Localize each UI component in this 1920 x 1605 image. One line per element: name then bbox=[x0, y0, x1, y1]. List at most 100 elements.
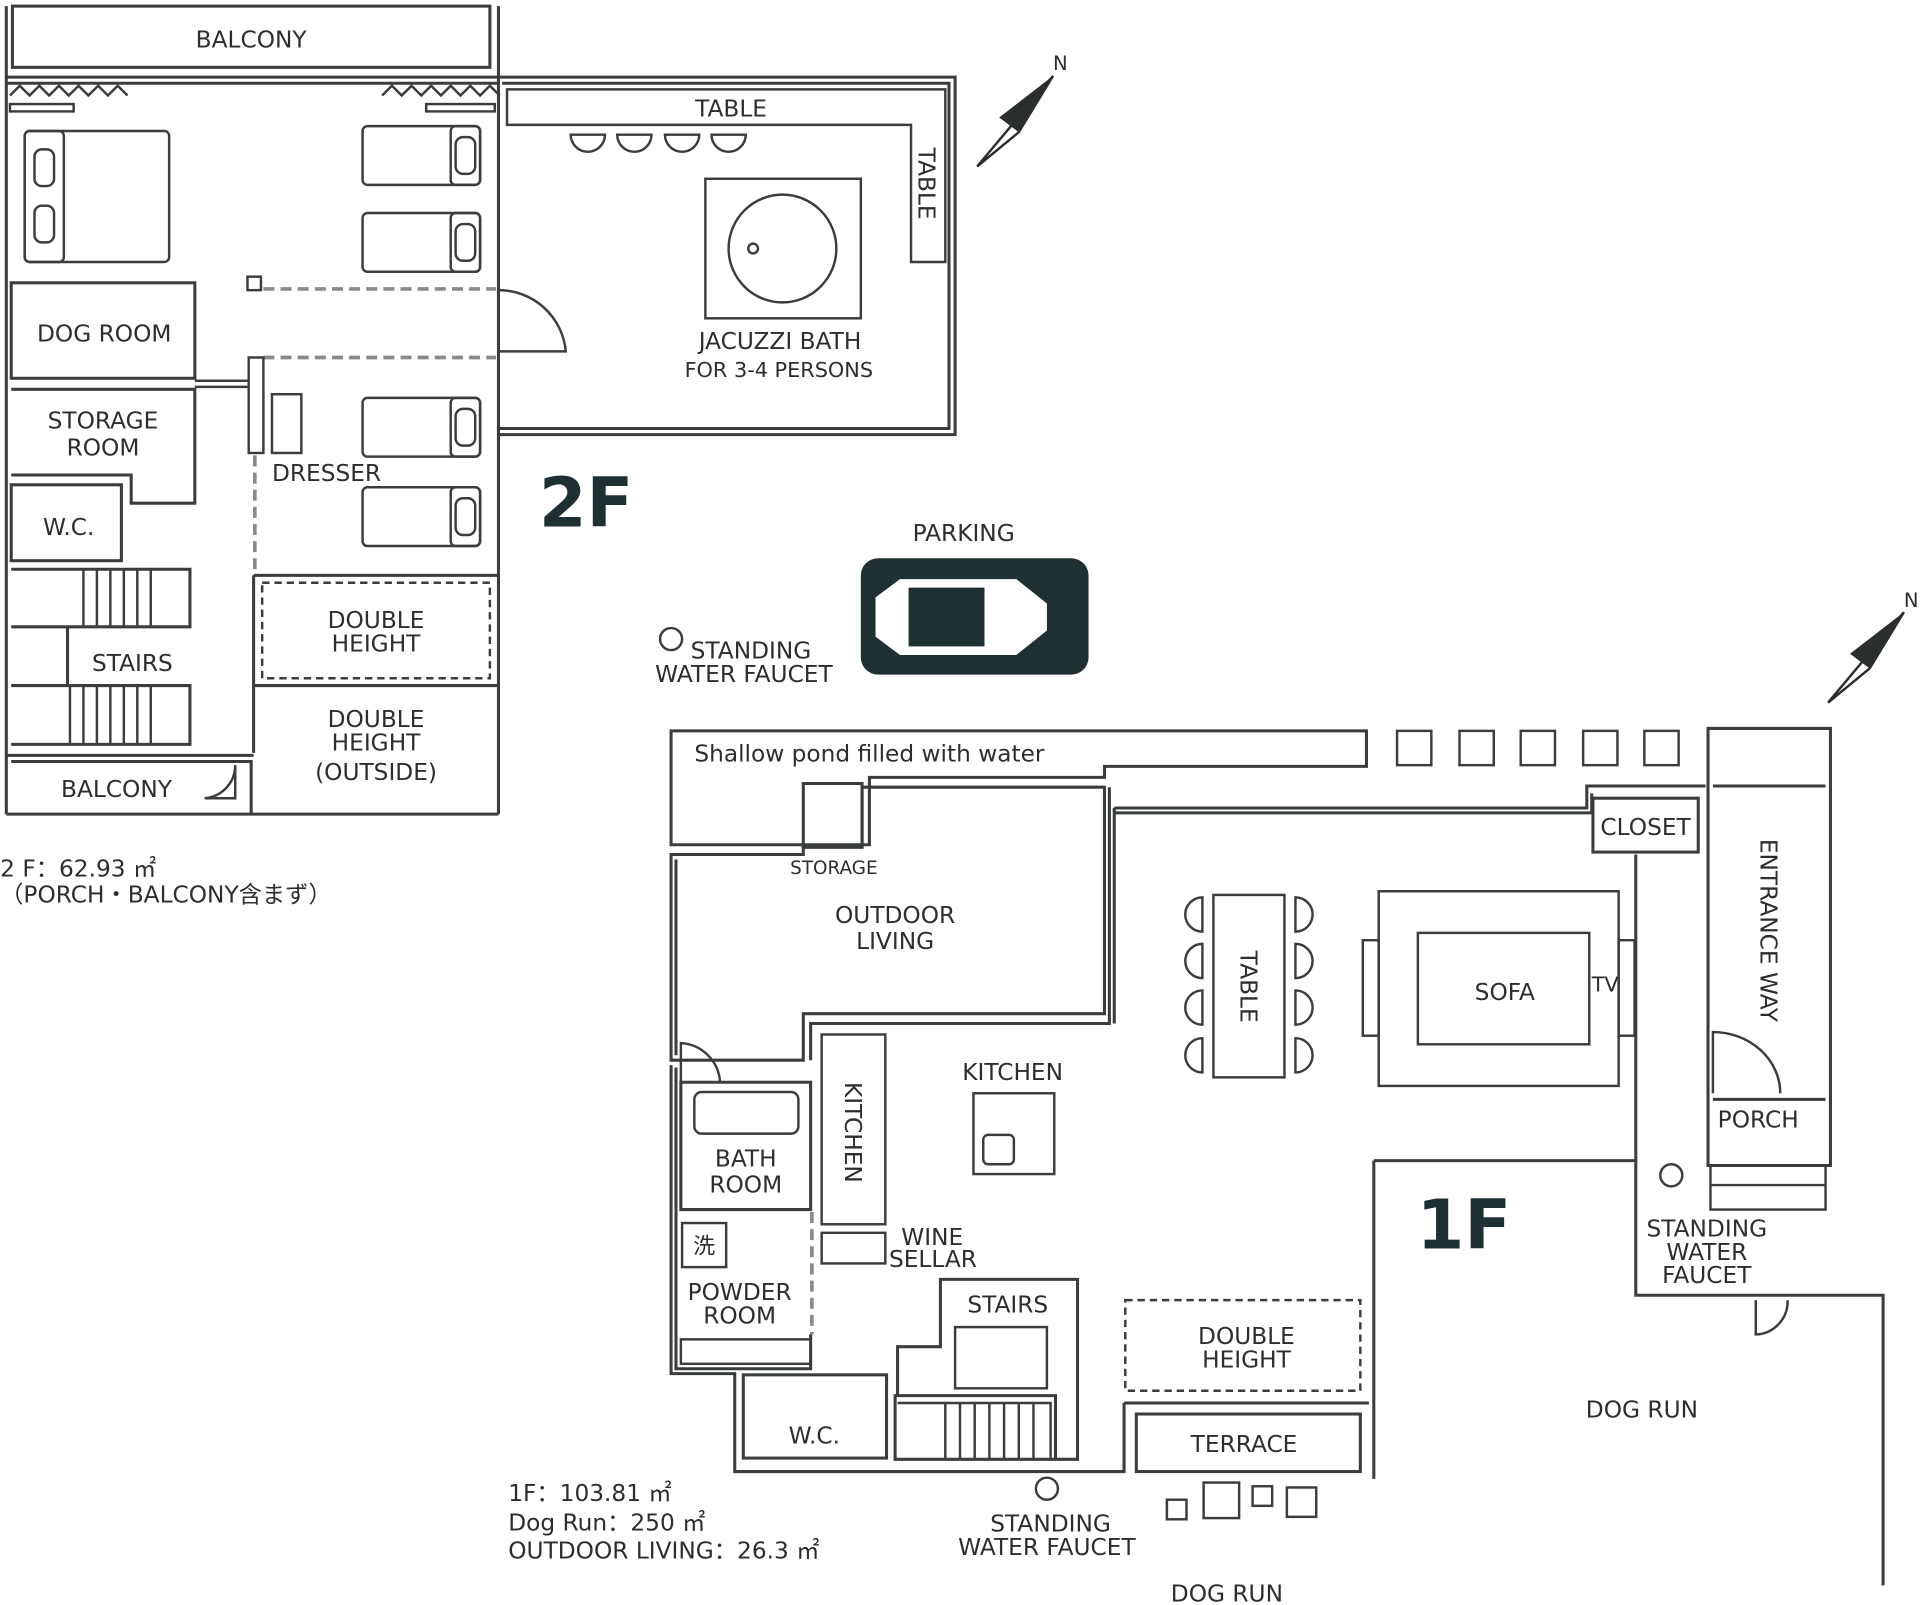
table bbox=[1212, 893, 1286, 1079]
faucet-label: WATER FAUCET bbox=[655, 661, 833, 688]
compass-north-label: N bbox=[1904, 589, 1919, 612]
floor-1f-title: 1F bbox=[1417, 1186, 1512, 1266]
jacuzzi-label: JACUZZI BATH bbox=[697, 328, 862, 355]
storage-room-label: ROOM bbox=[67, 434, 140, 461]
wc-label: W.C. bbox=[43, 514, 94, 541]
powder-room-label: POWDER bbox=[688, 1279, 792, 1306]
double-height-outside-label: HEIGHT bbox=[332, 729, 422, 756]
bathtub bbox=[693, 1090, 800, 1135]
faucet-label: STANDING bbox=[1646, 1215, 1767, 1242]
double-height-label: DOUBLE bbox=[1198, 1323, 1295, 1350]
entrance-way-label: ENTRANCE WAY bbox=[1755, 839, 1782, 1023]
car-icon bbox=[860, 558, 1089, 675]
balcony-top bbox=[10, 4, 492, 69]
storage-label: STORAGE bbox=[790, 858, 877, 879]
door-icon bbox=[1711, 1030, 1782, 1094]
faucet-label: WATER FAUCET bbox=[958, 1534, 1136, 1561]
faucet-icon bbox=[1659, 1163, 1684, 1188]
partition-dashed bbox=[252, 287, 497, 573]
tv-label: TV bbox=[1591, 973, 1620, 997]
balcony-bottom-label: BALCONY bbox=[61, 776, 173, 803]
kitchen-label: KITCHEN bbox=[962, 1059, 1063, 1086]
closet bbox=[1591, 796, 1700, 854]
floor-2f-area: 2 F：62.93 ㎡ bbox=[0, 856, 156, 883]
storage-room bbox=[11, 387, 197, 505]
stairs-label: STAIRS bbox=[92, 650, 173, 677]
floor-2f: BALCONY DOG ROOM STORAGE ROOM DRESSER W.… bbox=[0, 4, 1068, 908]
faucet-label: STANDING bbox=[691, 638, 812, 665]
jacuzzi-label: FOR 3-4 PERSONS bbox=[685, 358, 873, 382]
chair-icon bbox=[569, 133, 747, 154]
wine-sellar bbox=[820, 1231, 887, 1265]
faucet-icon bbox=[1034, 1476, 1060, 1501]
wc-label: W.C. bbox=[789, 1422, 840, 1449]
kitchen-island bbox=[972, 1092, 1056, 1176]
kitchen-counter bbox=[820, 1033, 887, 1226]
double-height-outside-label: DOUBLE bbox=[328, 706, 425, 733]
floor-2f-area-note: （PORCH・BALCONY含まず） bbox=[0, 881, 331, 908]
wine-sellar-label: WINE bbox=[901, 1224, 963, 1251]
bath-room-label: BATH bbox=[715, 1146, 777, 1173]
terrace bbox=[1134, 1412, 1362, 1474]
floor-1f-area: 1F：103.81 ㎡ bbox=[508, 1480, 671, 1507]
outdoor-living-label: LIVING bbox=[856, 928, 934, 955]
double-height-label: HEIGHT bbox=[1202, 1346, 1292, 1373]
outdoor-living bbox=[669, 785, 1106, 1062]
floor-1f: Shallow pond filled with water STORAGE O… bbox=[508, 589, 1918, 1605]
stairs-1f bbox=[893, 1277, 1080, 1461]
curtain-icon bbox=[9, 83, 501, 98]
faucet-label: WATER bbox=[1666, 1239, 1747, 1266]
double-height bbox=[1124, 1298, 1362, 1392]
sofa-label: SOFA bbox=[1475, 979, 1535, 1006]
pond-label: Shallow pond filled with water bbox=[694, 740, 1045, 767]
chair-icon bbox=[1184, 896, 1314, 1074]
table bbox=[505, 88, 947, 264]
outdoor-living-label: OUTDOOR bbox=[835, 902, 955, 929]
pond bbox=[669, 729, 1368, 847]
faucet-icon bbox=[658, 626, 684, 652]
stairs-2f bbox=[11, 567, 192, 746]
wc-1f bbox=[741, 1373, 889, 1460]
table-label: TABLE bbox=[912, 147, 939, 220]
jacuzzi-terrace bbox=[498, 75, 957, 437]
door-icon bbox=[679, 1041, 722, 1084]
faucet-label: STANDING bbox=[990, 1511, 1111, 1538]
parking-label: PARKING bbox=[913, 520, 1015, 547]
washer-icon bbox=[680, 1221, 728, 1269]
door-icon bbox=[204, 765, 237, 800]
site: PARKING STANDING WATER FAUCET bbox=[655, 520, 1089, 688]
stepping-stones bbox=[1165, 1481, 1318, 1521]
outdoor-living-area: OUTDOOR LIVING：26.3 ㎡ bbox=[508, 1537, 819, 1564]
dresser-label: DRESSER bbox=[272, 460, 381, 487]
stepping-stones bbox=[1395, 729, 1680, 767]
dog-room-label: DOG ROOM bbox=[37, 321, 171, 348]
balcony-top-label: BALCONY bbox=[196, 27, 308, 54]
table-label: TABLE bbox=[1234, 950, 1261, 1023]
faucet-label: FAUCET bbox=[1662, 1262, 1752, 1289]
bed-icon bbox=[23, 129, 171, 264]
bath-room-label: ROOM bbox=[709, 1171, 782, 1198]
dog-run-label: DOG RUN bbox=[1586, 1397, 1698, 1424]
double-height-outside-label: (OUTSIDE) bbox=[315, 759, 437, 786]
2f-outer-walls bbox=[4, 6, 500, 815]
compass-north-label: N bbox=[1053, 52, 1068, 75]
compass-icon: N bbox=[976, 52, 1068, 168]
door-icon bbox=[1754, 1300, 1789, 1336]
dog-room bbox=[9, 281, 197, 380]
storage bbox=[801, 781, 864, 849]
table-label: TABLE bbox=[694, 95, 767, 122]
storage-room-label: STORAGE bbox=[48, 407, 159, 434]
dog-run-area: Dog Run：250 ㎡ bbox=[508, 1509, 705, 1536]
porch-label: PORCH bbox=[1718, 1107, 1799, 1134]
door-icon bbox=[498, 288, 568, 353]
bed-icon bbox=[361, 124, 482, 548]
washer-label: 洗 bbox=[693, 1235, 715, 1260]
closet-label: CLOSET bbox=[1600, 814, 1691, 841]
dresser bbox=[270, 392, 303, 455]
floor-2f-title: 2F bbox=[539, 463, 634, 543]
wine-sellar-label: SELLAR bbox=[889, 1246, 977, 1273]
jacuzzi-bath bbox=[704, 177, 863, 320]
double-height bbox=[260, 581, 492, 680]
powder-room-label: ROOM bbox=[703, 1302, 776, 1329]
